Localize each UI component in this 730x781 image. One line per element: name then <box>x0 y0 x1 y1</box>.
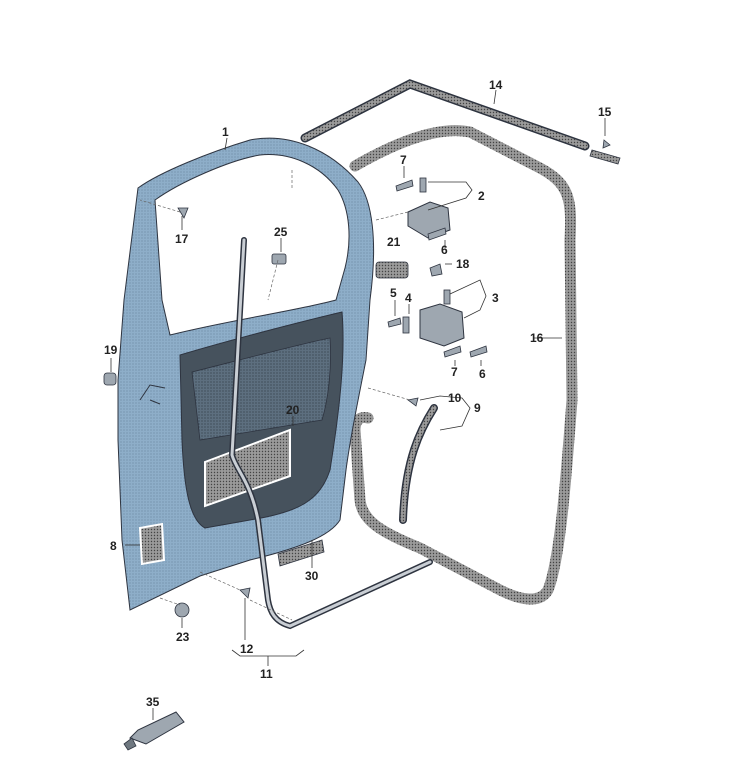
cap-nut <box>429 263 443 277</box>
screw-5 <box>387 317 402 328</box>
clip-10 <box>407 397 419 407</box>
callout-11: 11 <box>260 667 273 681</box>
bolt-upper-6 <box>427 227 447 241</box>
door-inner-seal-strip <box>228 237 433 630</box>
callout-25: 25 <box>274 225 288 239</box>
alignment-lines <box>139 170 411 621</box>
callout-17: 17 <box>175 232 189 246</box>
adhesive-tube-icon <box>123 711 185 751</box>
window-channel-strip <box>300 79 590 151</box>
door-stop-buffer <box>375 261 409 279</box>
callout-18: 18 <box>456 257 470 271</box>
cap-23 <box>174 602 190 618</box>
callout-30: 30 <box>305 569 319 583</box>
plug-25 <box>271 253 287 265</box>
adhesive-strip <box>277 539 325 567</box>
callout-1: 1 <box>222 125 229 139</box>
callout-21: 21 <box>387 235 401 249</box>
callout-23: 23 <box>176 630 190 644</box>
callout-35: 35 <box>146 695 160 709</box>
lower-hinge <box>419 289 465 347</box>
callout-10: 10 <box>448 391 462 405</box>
bolt-lower-6 <box>469 345 488 358</box>
clip-12 <box>239 587 251 599</box>
callout-6-upper: 6 <box>441 243 448 257</box>
callout-15: 15 <box>598 105 612 119</box>
callout-8: 8 <box>110 539 117 553</box>
sound-insulation-pad <box>204 428 291 508</box>
trim-clip-strip <box>589 139 621 165</box>
callout-14: 14 <box>489 78 503 92</box>
bolt-upper-7 <box>395 179 414 192</box>
callout-16: 16 <box>530 331 544 345</box>
callout-2: 2 <box>478 189 485 203</box>
bolt-lower-7 <box>443 345 462 358</box>
callout-4: 4 <box>405 291 412 305</box>
plug-19 <box>103 372 117 386</box>
callout-3: 3 <box>492 291 499 305</box>
callout-19: 19 <box>104 343 118 357</box>
callout-20: 20 <box>286 403 300 417</box>
vent-grille <box>138 522 166 566</box>
upper-hinge <box>407 177 451 239</box>
clip-17 <box>177 207 189 219</box>
callout-6-lower: 6 <box>479 367 486 381</box>
leader-lines <box>110 89 606 720</box>
callout-labels: 1 14 15 17 25 7 2 21 6 18 3 5 4 16 7 6 1… <box>104 78 612 709</box>
callout-7-lower: 7 <box>451 365 458 379</box>
callout-12: 12 <box>240 642 254 656</box>
callout-9: 9 <box>474 401 481 415</box>
lower-door-seal <box>399 404 438 524</box>
callout-5: 5 <box>390 286 397 300</box>
pin-4 <box>402 316 410 334</box>
callout-7-upper: 7 <box>400 153 407 167</box>
